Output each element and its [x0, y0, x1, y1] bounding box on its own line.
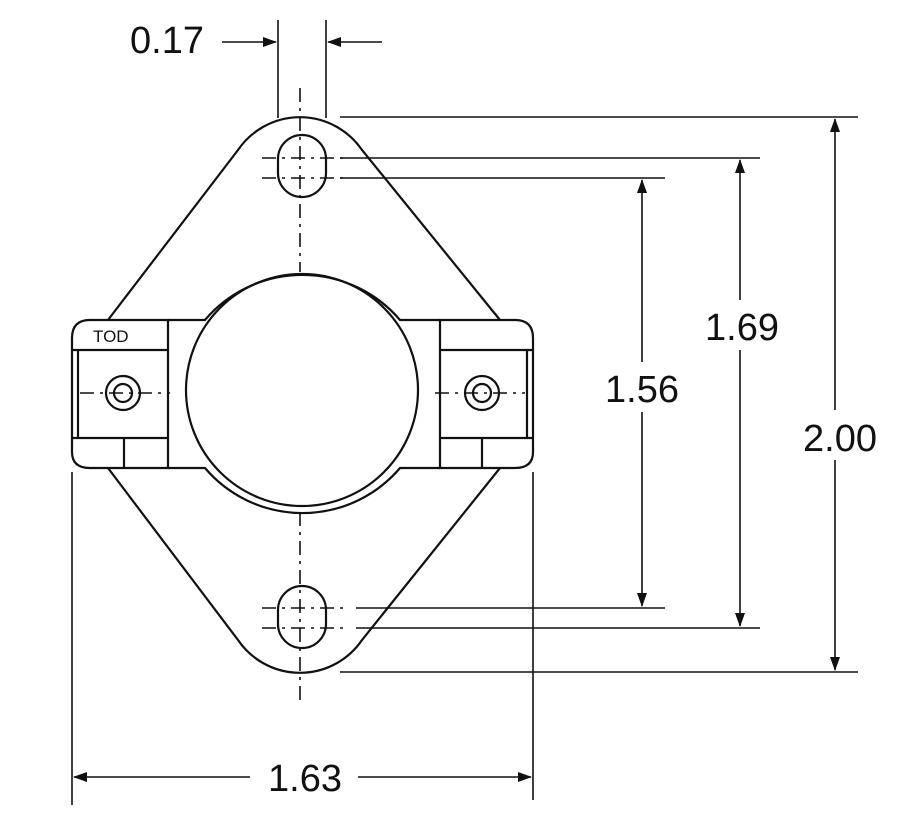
dim-slot-width: 0.17: [130, 20, 382, 118]
extension-lines: [71, 116, 858, 805]
dim-overall-height: 2.00: [795, 118, 885, 671]
bottom-slot: [262, 584, 345, 650]
dim-slot-inner-spacing: 1.56: [598, 179, 688, 607]
svg-text:1.69: 1.69: [705, 307, 779, 349]
dim-tab-width: 1.63: [73, 755, 532, 801]
svg-text:1.56: 1.56: [605, 369, 679, 411]
svg-text:2.00: 2.00: [803, 418, 877, 460]
center-boss: [168, 272, 440, 515]
part-label: TOD: [93, 327, 129, 346]
top-slot: [262, 133, 345, 199]
left-tab: TOD: [70, 318, 170, 470]
dim-slot-outer-spacing: 1.69: [700, 159, 784, 627]
svg-text:0.17: 0.17: [130, 20, 204, 62]
flange-outline: [107, 116, 501, 674]
svg-text:1.63: 1.63: [268, 758, 342, 800]
right-tab: [435, 318, 535, 470]
center-disc: [184, 272, 420, 508]
